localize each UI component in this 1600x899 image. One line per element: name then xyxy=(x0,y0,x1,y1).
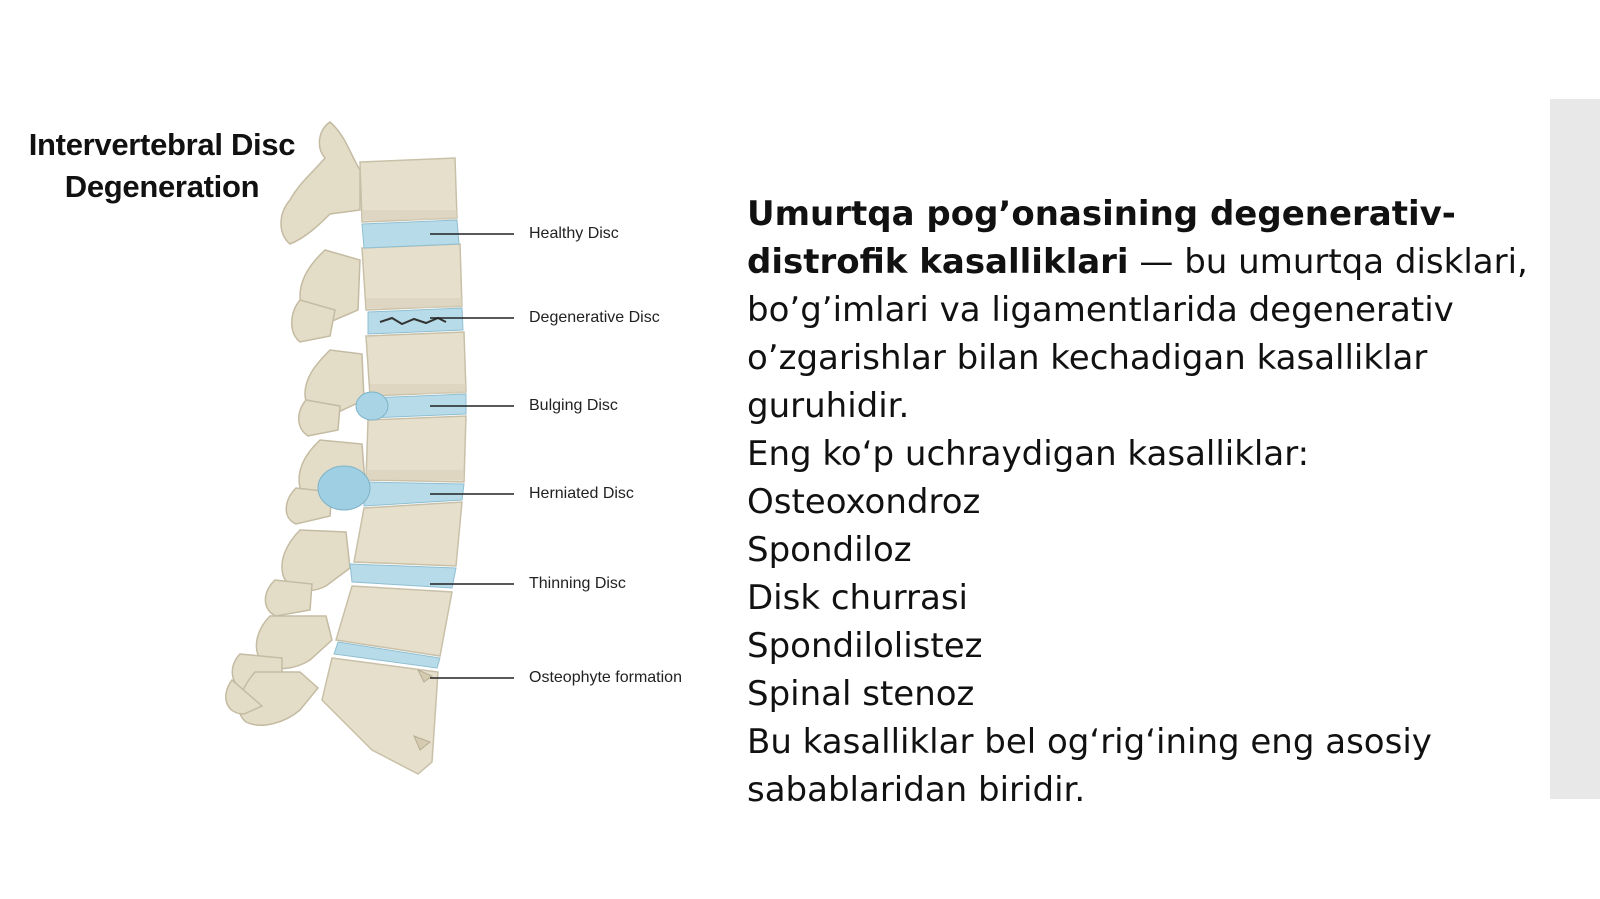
label-healthy-disc: Healthy Disc xyxy=(529,225,619,242)
spine-illustration xyxy=(225,121,514,775)
definition-paragraph: Umurtqa pog’onasining degenerativ-distro… xyxy=(747,190,1597,430)
list-item: Spinal stenoz xyxy=(747,674,975,714)
list-item: Spondilolistez xyxy=(747,626,983,666)
spine-figure: Intervertebral Disc Degeneration Healthy… xyxy=(0,110,720,810)
list-intro: Eng ko‘p uchraydigan kasalliklar: xyxy=(747,434,1310,474)
label-thinning-disc: Thinning Disc xyxy=(529,575,626,592)
definition-text: — bu umurtqa disklari, bo’g’imlari va li… xyxy=(747,242,1528,426)
degenerative-disc xyxy=(367,307,464,335)
list-item: Spondiloz xyxy=(747,530,912,570)
figure-title-line1: Intervertebral Disc xyxy=(28,127,296,162)
side-scroll-panel[interactable] xyxy=(1550,99,1600,799)
healthy-disc xyxy=(361,219,460,249)
label-bulging-disc: Bulging Disc xyxy=(529,397,618,414)
definition-term: Umurtqa pog’onasining degenerativ-distro… xyxy=(747,194,1456,282)
thinning-disc xyxy=(349,563,457,589)
figure-title-line2: Degeneration xyxy=(64,169,260,204)
conclusion-paragraph: Bu kasalliklar bel og‘rig‘ining eng asos… xyxy=(747,722,1432,810)
list-item: Osteoxondroz xyxy=(747,482,981,522)
osteophyte-disc xyxy=(333,641,441,669)
label-herniated-disc: Herniated Disc xyxy=(529,485,634,502)
list-item: Disk churrasi xyxy=(747,578,968,618)
label-osteophyte-formation: Osteophyte formation xyxy=(529,669,682,686)
text-content: Umurtqa pog’onasining degenerativ-distro… xyxy=(747,190,1597,814)
figure-title: Intervertebral Disc Degeneration xyxy=(12,124,312,208)
label-degenerative-disc: Degenerative Disc xyxy=(529,309,660,326)
